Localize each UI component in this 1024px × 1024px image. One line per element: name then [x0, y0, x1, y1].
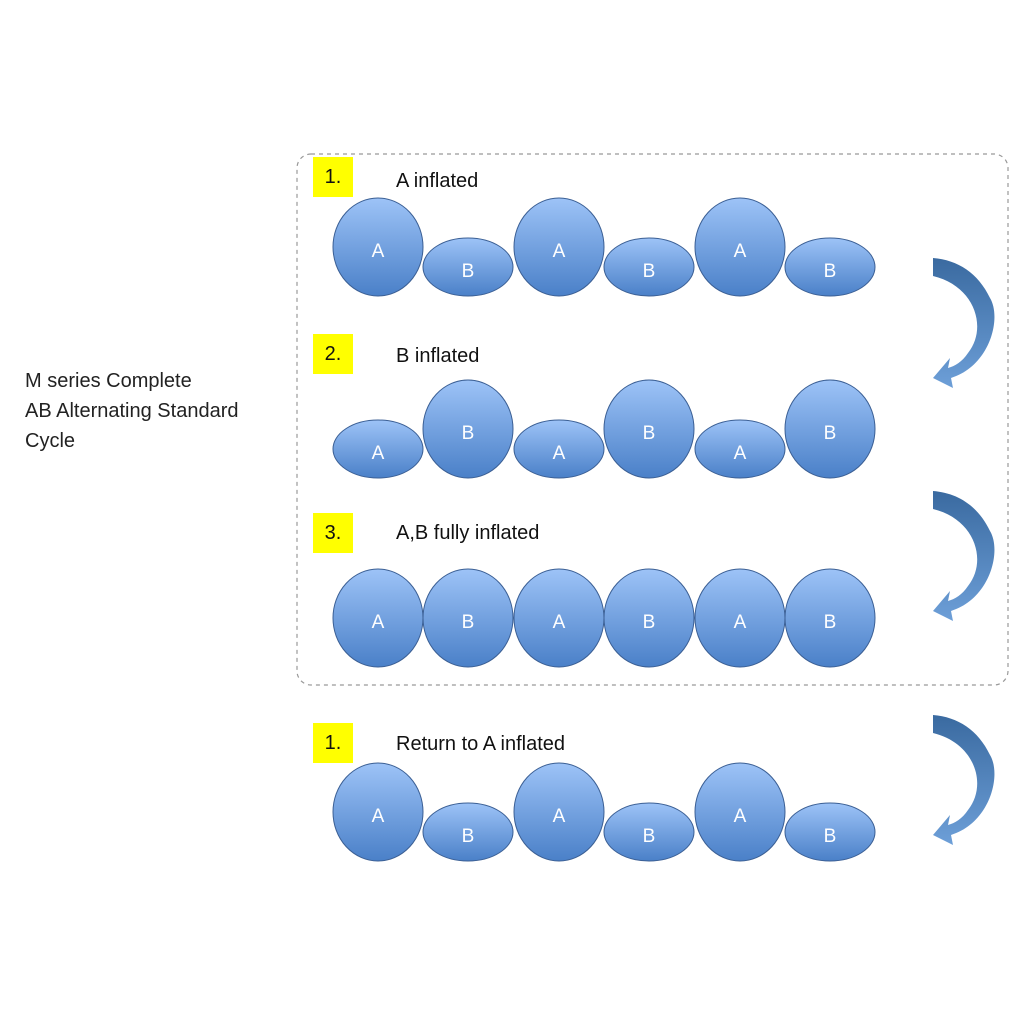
cell-letter: A	[734, 806, 747, 827]
cell-a-inflated: A	[694, 762, 786, 862]
title-line: AB Alternating Standard	[25, 400, 239, 422]
cell-letter: A	[553, 241, 566, 262]
cell-a-inflated: A	[513, 568, 605, 668]
cell-b-deflated: B	[603, 802, 695, 862]
cell-letter: A	[734, 241, 747, 262]
cell-letter: A	[372, 806, 385, 827]
cell-b-inflated: B	[422, 568, 514, 668]
step-label: Return to A inflated	[396, 733, 566, 755]
cell-a-inflated: A	[513, 762, 605, 862]
cell-b-deflated: B	[603, 237, 695, 297]
cell-a-deflated: A	[694, 419, 786, 479]
cell-letter: B	[824, 612, 837, 633]
cell-letter: B	[643, 826, 656, 847]
cell-b-inflated: B	[784, 379, 876, 479]
step-label: A inflated	[396, 170, 479, 192]
cell-letter: A	[734, 612, 747, 633]
cell-a-inflated: A	[694, 197, 786, 297]
curved-arrow-icon	[933, 491, 995, 621]
step-number-badge: 2.	[313, 334, 353, 374]
cell-letter: A	[553, 443, 566, 464]
step-number-badge: 1.	[313, 157, 353, 197]
cell-letter: A	[734, 443, 747, 464]
cell-letter: A	[372, 612, 385, 633]
cell-a-inflated: A	[332, 568, 424, 668]
cell-letter: B	[824, 261, 837, 282]
cell-letter: B	[462, 826, 475, 847]
cell-letter: B	[462, 423, 475, 444]
curved-arrow-icon	[933, 715, 995, 845]
cell-a-deflated: A	[332, 419, 424, 479]
cell-b-deflated: B	[422, 802, 514, 862]
cell-a-inflated: A	[332, 197, 424, 297]
cell-a-inflated: A	[332, 762, 424, 862]
cell-letter: A	[553, 806, 566, 827]
cell-b-deflated: B	[422, 237, 514, 297]
cycle-group-frame	[296, 153, 1009, 686]
cell-b-inflated: B	[422, 379, 514, 479]
cell-letter: B	[462, 261, 475, 282]
cell-letter: A	[372, 443, 385, 464]
cell-a-inflated: A	[513, 197, 605, 297]
cell-b-inflated: B	[603, 379, 695, 479]
cell-letter: B	[462, 612, 475, 633]
step-number-badge: 3.	[313, 513, 353, 553]
step-label: A,B fully inflated	[396, 522, 540, 544]
cell-letter: B	[824, 826, 837, 847]
step-number-badge: 1.	[313, 723, 353, 763]
cell-letter: B	[643, 423, 656, 444]
curved-arrow-icon	[933, 258, 995, 388]
cell-letter: A	[553, 612, 566, 633]
title-line: M series Complete	[25, 370, 192, 392]
cell-b-inflated: B	[784, 568, 876, 668]
cell-b-inflated: B	[603, 568, 695, 668]
title-line: Cycle	[25, 430, 76, 452]
cell-letter: B	[643, 261, 656, 282]
diagram-title: M series Complete AB Alternating Standar…	[25, 366, 238, 456]
cell-letter: B	[824, 423, 837, 444]
cell-a-deflated: A	[513, 419, 605, 479]
cell-letter: B	[643, 612, 656, 633]
cell-b-deflated: B	[784, 802, 876, 862]
step-label: B inflated	[396, 345, 480, 367]
cell-b-deflated: B	[784, 237, 876, 297]
cell-letter: A	[372, 241, 385, 262]
cell-a-inflated: A	[694, 568, 786, 668]
